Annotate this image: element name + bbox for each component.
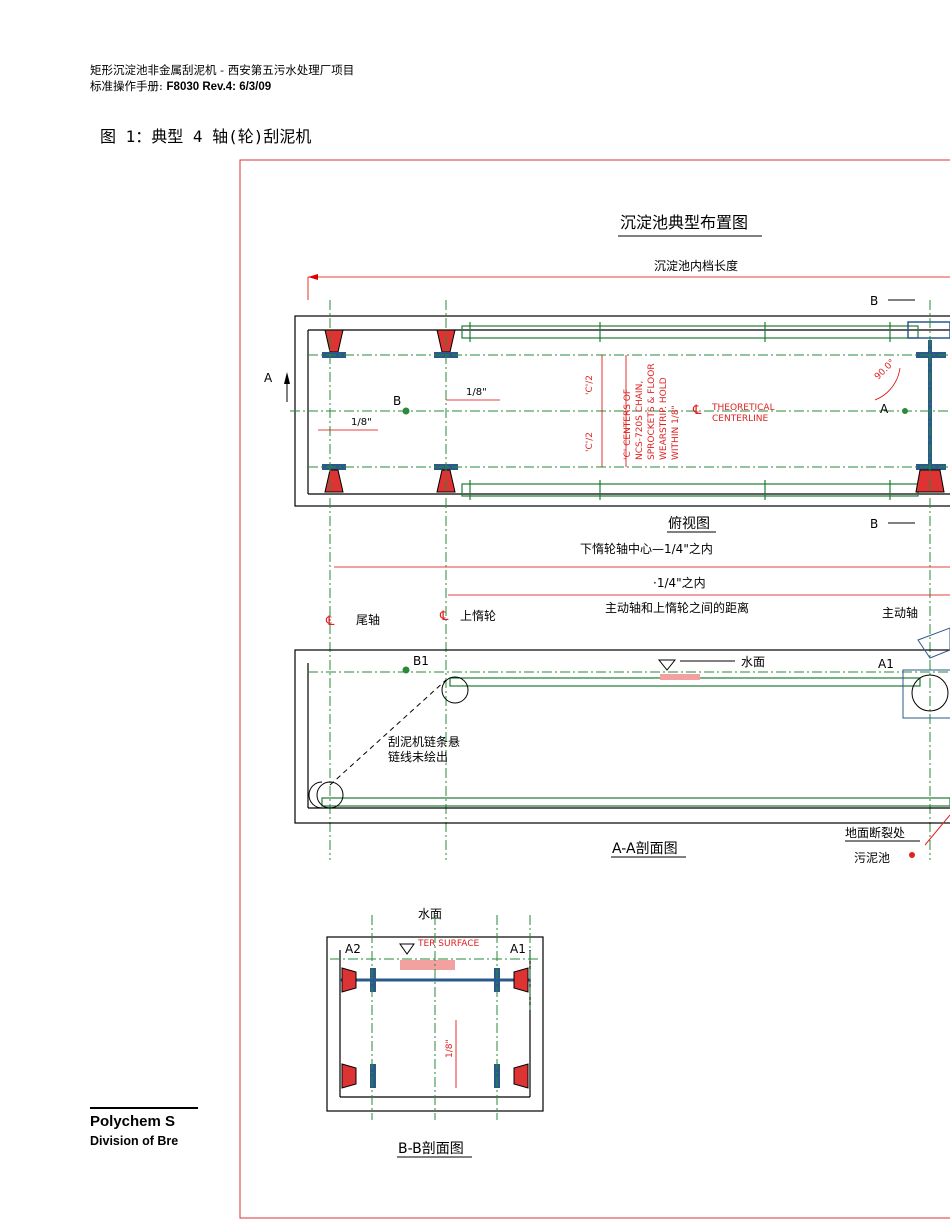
point-b-label: B <box>393 394 401 408</box>
dim-arrow <box>308 274 318 280</box>
manual-label: 标准操作手册: <box>90 79 167 93</box>
section-bb-label: B-B剖面图 <box>398 1141 464 1157</box>
svg-text:WEARSTRIP. HOLD: WEARSTRIP. HOLD <box>659 377 669 460</box>
tank-length-label: 沉淀池内档长度 <box>654 258 738 273</box>
upper-idler-label: 上惰轮 <box>460 609 496 623</box>
bb-offset-label: 1/8" <box>445 1039 455 1058</box>
water-surface-label: 水面 <box>741 655 765 669</box>
water-hatch <box>400 960 455 970</box>
c-half-label-top: 'C'/2 <box>585 375 595 395</box>
drive-shaft-label: 主动轴 <box>882 605 918 620</box>
theoretical-label-2: CENTERLINE <box>712 414 769 424</box>
water-surface-icon <box>399 943 415 955</box>
point-a1-label-bb: A1 <box>510 942 526 956</box>
bb-water-surface-label: 水面 <box>418 907 442 921</box>
svg-text:NCS-720S CHAIN,: NCS-720S CHAIN, <box>635 381 645 460</box>
plan-sprocket-tail-bottom <box>322 464 346 493</box>
point-a-marker <box>902 408 908 414</box>
water-surface-en-label: TER SURFACE <box>417 939 479 949</box>
centerline-symbol-icon: ℄ <box>439 609 449 624</box>
plan-view-label: 俯视图 <box>668 516 710 532</box>
point-b-marker <box>402 407 410 415</box>
sludge-pit-marker <box>909 852 915 858</box>
distance-label: 主动轴和上惰轮之间的距离 <box>605 600 749 615</box>
offset-label-idler: 1/8" <box>466 387 487 398</box>
svg-text:WITHIN 1/8": WITHIN 1/8" <box>671 405 681 460</box>
company-rule <box>90 1107 198 1109</box>
water-surface-symbol <box>657 659 700 680</box>
point-b1-label: B1 <box>413 654 429 668</box>
chain-note-1: 刮泥机链条悬 <box>388 734 460 749</box>
drive-motor <box>917 627 950 659</box>
header-line-1: 矩形沉淀池非金属刮泥机 - 西安第五污水处理厂项目 <box>90 63 355 77</box>
document-revision: F8030 Rev.4: 6/3/09 <box>166 81 272 93</box>
section-a-marker-right: A <box>880 402 889 416</box>
chain-catenary <box>329 679 447 786</box>
point-a2-label: A2 <box>345 942 361 956</box>
header-line-2: 标准操作手册: F8030 Rev.4: 6/3/09 <box>90 78 271 94</box>
drive-sprocket <box>911 674 949 712</box>
centers-note: 'C' CENTERS OF NCS-720S CHAIN, SPROCKETS… <box>623 363 681 460</box>
sludge-pit-leader <box>924 814 950 846</box>
section-aa-label: A-A剖面图 <box>612 841 678 857</box>
section-a-marker: A <box>264 371 273 385</box>
quarter-tolerance-label: ·1/4"之内 <box>653 576 706 590</box>
angle-label: 90.0° <box>873 358 897 382</box>
company-division: Division of Bre <box>90 1134 179 1148</box>
sludge-pit-label: 污泥池 <box>854 851 890 865</box>
svg-text:'C' CENTERS OF: 'C' CENTERS OF <box>623 389 633 460</box>
centerline-symbol-icon: ℄ <box>692 403 702 418</box>
rail-brackets <box>469 322 891 500</box>
section-b-marker-bottom: B <box>870 517 878 531</box>
arrow-icon <box>284 372 290 384</box>
tail-sprocket <box>316 781 344 809</box>
svg-text:SPROCKETS & FLOOR: SPROCKETS & FLOOR <box>647 363 657 460</box>
plan-sprocket-tail-top <box>322 329 346 358</box>
section-floor-rail <box>321 797 950 807</box>
company-name: Polychem S <box>90 1113 176 1130</box>
section-b-marker-top: B <box>870 294 878 308</box>
c-half-label-bottom: 'C'/2 <box>585 432 595 452</box>
tail-curve <box>308 781 323 809</box>
angle-arc <box>874 367 901 401</box>
offset-label-tail: 1/8" <box>351 417 372 428</box>
plan-rail-top <box>461 325 919 339</box>
company-footer: Polychem S Division of Bre <box>90 1107 198 1148</box>
drawing-title: 沉淀池典型布置图 <box>620 213 748 232</box>
centerline-symbol-icon: ℄ <box>325 614 335 629</box>
chain-note-2: 链线未绘出 <box>388 749 448 764</box>
bb-sprockets-bottom <box>341 1063 529 1089</box>
section-aa-outline <box>294 649 950 824</box>
drive-assembly <box>902 669 950 719</box>
drawing-border <box>239 159 950 1219</box>
idler-tolerance-label: 下惰轮轴中心—1/4"之内 <box>580 541 713 556</box>
figure-title: 图 1：典型 4 轴(轮)刮泥机 <box>100 127 312 146</box>
tail-shaft-label: 尾轴 <box>356 612 380 627</box>
theoretical-label-1: THEORETICAL <box>711 403 775 413</box>
idler-sprocket <box>441 676 469 704</box>
bb-sprockets-top <box>341 967 529 993</box>
point-b1-marker <box>402 666 410 674</box>
floor-break-label: 地面断裂处 <box>845 825 905 840</box>
point-a1-label: A1 <box>878 657 894 671</box>
